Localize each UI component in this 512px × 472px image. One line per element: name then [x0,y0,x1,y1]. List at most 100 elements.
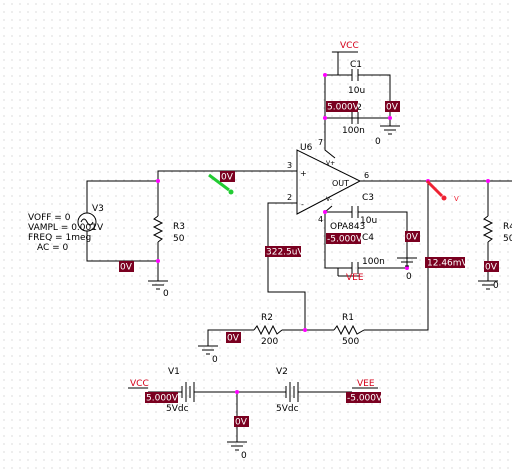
voltage-marker-label: V [454,195,459,203]
resistor-r3-body [152,215,164,243]
resistor-r2[interactable]: R2 200 [253,313,283,347]
c3-value: 10u [360,216,377,226]
red-marker-stick [425,179,444,198]
opamp-input-leads [290,170,297,204]
junction-dot [486,179,490,183]
ground-label: 0 [212,355,218,365]
c3-ref: C3 [362,193,374,203]
resistor-r3[interactable]: R3 50 [152,215,185,244]
junction-dot [323,116,327,120]
wire-feedback [207,181,429,346]
source-voff: VOFF = 0 [28,213,71,223]
svg-text:0V: 0V [221,173,234,183]
probe-c4[interactable]: -5.000V [326,233,363,245]
ground-label: 0 [375,137,381,147]
source-ref: V3 [92,204,104,214]
resistor-r4[interactable]: R4 50 [482,215,512,244]
opamp-ref: U6 [300,143,313,153]
svg-text:322.5uV: 322.5uV [266,248,304,258]
r3-value: 50 [173,234,185,244]
c2-value: 100n [342,126,365,136]
svg-text:0V: 0V [120,263,133,273]
ground-icon: 0 [478,280,499,291]
opamp-triangle [296,149,362,215]
opamp-part: OPA843 [330,222,365,232]
sine-wave-icon [80,218,94,226]
r4-value: 50 [503,234,512,244]
capacitor-c3-body [351,206,359,218]
svg-text:-5.000V: -5.000V [347,394,383,404]
c4-ref: C4 [362,233,374,243]
supply-v1[interactable]: V1 5Vdc [166,367,202,414]
r3-ref: R3 [173,222,185,232]
probe-inv[interactable]: 322.5uV [265,246,304,258]
probe-source[interactable]: 0V [119,261,134,273]
junction-dot [156,259,160,263]
ground-icon: 0 [375,125,400,147]
net-vee-mid: VEE [346,273,364,283]
red-marker-tip [441,195,447,201]
opamp-sym-plus: + [300,169,307,178]
probe-output[interactable]: 12.46mV [425,257,469,269]
opamp-u6[interactable]: U6 3 2 + - 7 4 V+ V- OUT 6 OPA843 [287,138,369,232]
probe-c3-gnd[interactable]: 0V [405,231,420,243]
r1-ref: R1 [342,313,354,323]
wire-source-top [86,180,158,212]
svg-text:0V: 0V [386,103,399,113]
probe-r2[interactable]: 0V [226,332,241,344]
ground-icon: 0 [227,441,247,461]
capacitor-c3[interactable]: C3 10u [351,193,377,226]
opamp-out-label: OUT [332,179,349,188]
wires [86,52,512,442]
net-labels: VCC VEE VCC VEE [128,41,378,389]
capacitor-c2-body [351,112,359,124]
opamp-pin-vplus: 7 [318,138,323,147]
source-v3[interactable]: V3 VOFF = 0 VAMPL = 0.001V FREQ = 1meg A… [28,204,104,253]
svg-text:12.46mV: 12.46mV [427,259,469,269]
probe-noninv[interactable]: 0V [220,171,235,183]
resistor-r2-body [253,324,283,336]
probe-vee[interactable]: -5.000V [346,392,383,404]
wire-ninv [157,170,297,181]
capacitor-c1[interactable]: C1 10u [348,60,365,96]
wire-source-bottom [86,244,158,262]
svg-text:5.000V: 5.000V [146,394,179,404]
ground-icon: 0 [198,345,218,365]
probe-c2[interactable]: 5.000V [326,101,360,113]
opamp-pin-vminus: 4 [318,215,323,224]
opamp-sym-vm: V- [326,196,332,203]
net-vcc-top: VCC [340,41,359,51]
ground-label: 0 [241,451,247,461]
marker-green[interactable] [208,173,234,195]
green-marker-tip [228,189,234,195]
junction-dot [235,390,239,394]
capacitor-c1-body [351,69,359,81]
ground-label: 0 [493,281,499,291]
r2-ref: R2 [261,313,273,323]
probe-c1-gnd[interactable]: 0V [385,101,400,113]
probe-mid[interactable]: 0V [234,416,249,428]
opamp-pin-inv: 2 [287,193,292,202]
capacitor-c4[interactable]: C4 100n [351,233,385,274]
junction-dot [323,210,327,214]
svg-text:0V: 0V [406,233,419,243]
marker-red[interactable]: V [425,179,459,203]
c1-ref: C1 [350,60,362,70]
probe-vcc[interactable]: 5.000V [145,392,179,404]
junction-dot [388,116,392,120]
probe-r4[interactable]: 0V [484,261,499,273]
green-marker-stick [208,173,230,192]
resistor-r1-body [333,324,365,336]
svg-text:-5.000V: -5.000V [327,235,363,245]
supply-v2[interactable]: V2 5Vdc [276,367,304,414]
net-vcc-bottom: VCC [130,379,149,389]
resistor-r4-body [482,215,494,243]
wire-vplus [324,118,336,159]
ground-label: 0 [163,289,169,299]
ground-label: 0 [406,272,412,282]
opamp-pin-noninv: 3 [287,161,292,170]
v2-value: 5Vdc [276,404,299,414]
resistor-r1[interactable]: R1 500 [333,313,365,347]
